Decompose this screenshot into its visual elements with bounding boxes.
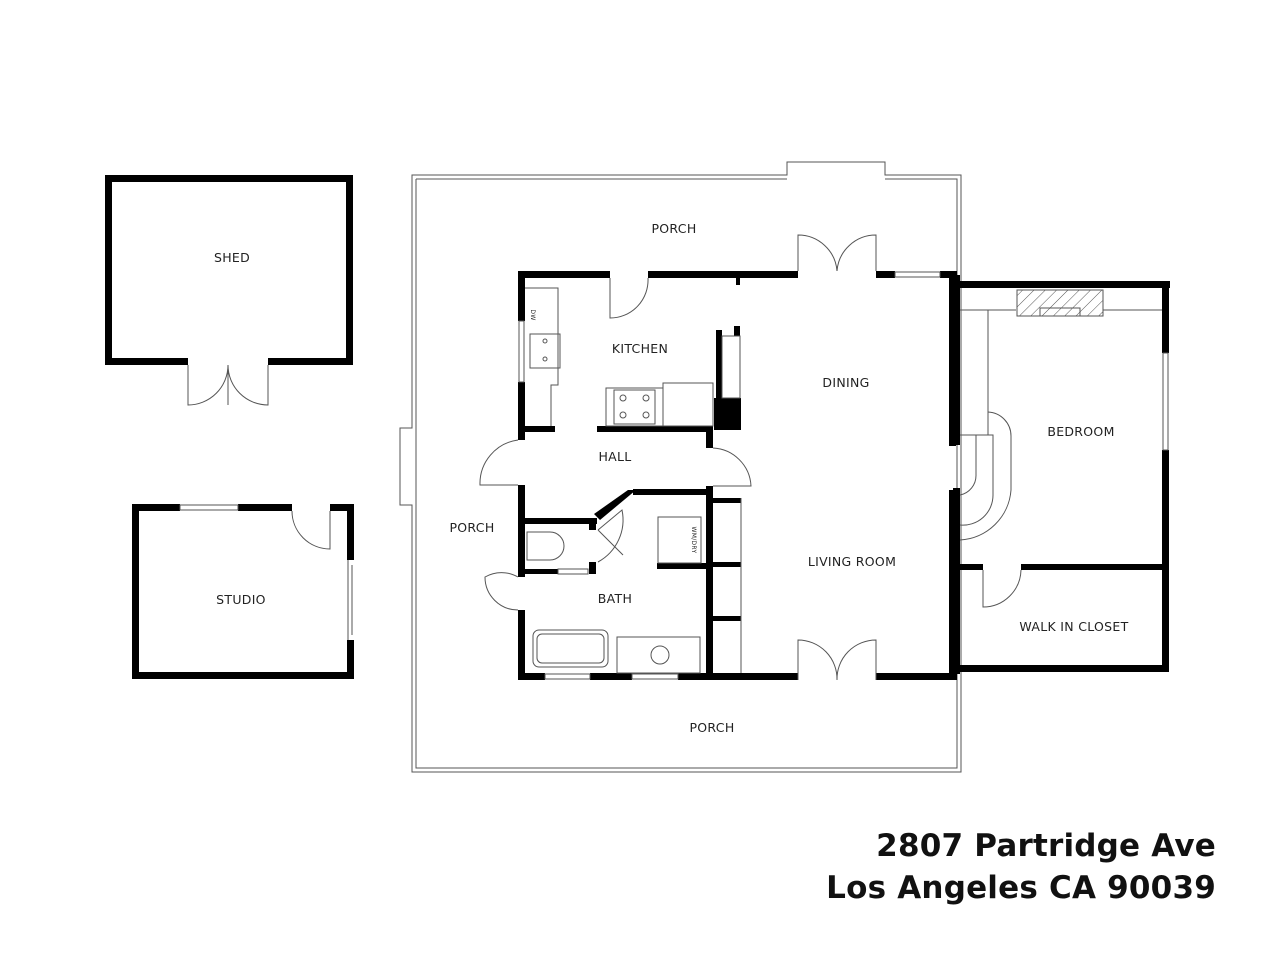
window-top [894,271,941,278]
hall-side-door[interactable] [479,439,519,486]
studio-door[interactable] [291,510,331,550]
toilet [526,531,565,561]
porch: PORCH PORCH PORCH [399,161,962,773]
washer-dryer-label: WM/DRY [690,526,697,553]
bath-corner-door[interactable] [597,509,624,563]
closet-door[interactable] [982,569,1022,608]
stove [605,387,664,427]
room-label-studio: STUDIO [216,592,266,607]
bedroom-window [1162,352,1169,451]
room-label-hall: HALL [598,449,631,464]
studio-sliding-door[interactable] [347,560,353,640]
studio-window [179,504,239,511]
kitchen-door[interactable] [609,277,649,319]
dishwasher-label: DW [529,309,536,320]
vanity [616,636,701,674]
counter [662,382,714,427]
room-label-dining: DINING [822,375,869,390]
room-label-walk-in-closet: WALK IN CLOSET [1019,619,1128,634]
room-label-porch-left: PORCH [449,520,494,535]
address-line-1: 2807 Partridge Ave [876,828,1216,864]
dining-french-door[interactable] [797,234,877,272]
bath-window-2 [631,673,679,680]
shed-french-door[interactable] [187,364,269,406]
bath-side-door[interactable] [484,572,519,611]
kitchen-sink [529,333,561,369]
room-label-bedroom: BEDROOM [1047,424,1114,439]
studio: STUDIO [132,504,354,679]
main-house: WM/DRY DW KITCHEN DINING HALL BATH [479,234,957,681]
room-label-living-room: LIVING ROOM [808,554,896,569]
bathtub [532,629,609,668]
room-label-shed: SHED [214,250,250,265]
room-label-porch-top: PORCH [651,221,696,236]
shed: SHED [105,175,353,406]
stairs [959,411,1012,541]
sink [650,645,670,665]
kitchen-window [518,320,525,383]
bath-window-1 [544,673,591,680]
washer-dryer [657,516,702,564]
address-line-2: Los Angeles CA 90039 [826,870,1216,906]
fireplace [1016,289,1104,317]
living-french-door[interactable] [797,639,877,681]
room-label-bath: BATH [598,591,632,606]
bedroom-wing: BEDROOM WALK IN CLOSET [953,275,1170,674]
hall-living-door[interactable] [712,447,752,487]
room-label-kitchen: KITCHEN [612,341,668,356]
room-label-porch-bottom: PORCH [689,720,734,735]
